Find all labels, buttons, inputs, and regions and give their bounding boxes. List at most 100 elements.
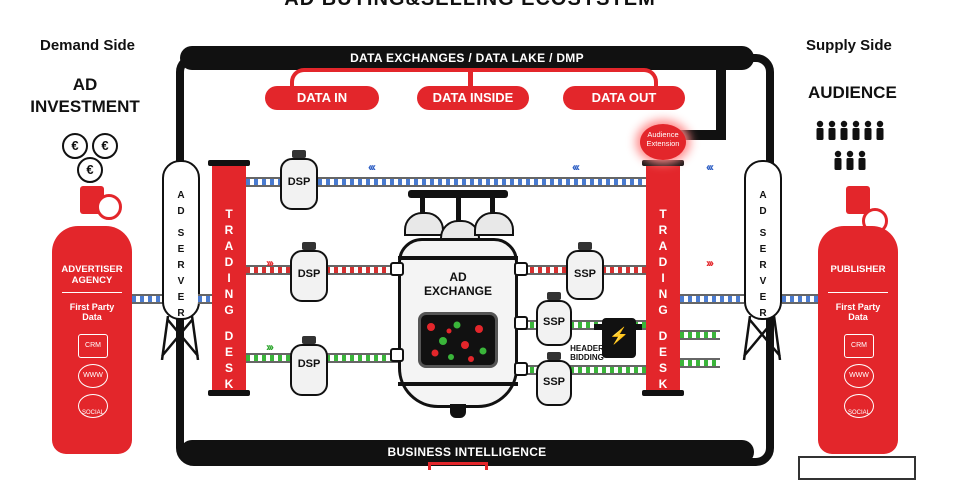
arrow-blue-left-1: ‹‹‹ — [368, 160, 376, 174]
audience-extension-line1: Audience — [647, 130, 679, 139]
dsp-2-valve — [302, 242, 316, 250]
header-bidding-line2: BIDDING — [570, 353, 604, 362]
cropped-corner-box — [798, 456, 916, 480]
ad-exchange-dome-3 — [474, 212, 514, 236]
top-data-pipe — [180, 46, 754, 70]
ssp-3-body — [536, 360, 572, 406]
advertiser-crm-icon: CRM — [78, 334, 108, 358]
data-inside-pill: DATA INSIDE — [417, 86, 529, 110]
ssp-row-mid-line — [514, 320, 646, 330]
advertiser-to-adserver-line — [132, 294, 166, 304]
ssp-tank-1: SSP — [566, 242, 604, 302]
header-bidding-crossbar — [594, 324, 642, 330]
left-trading-desk-cap-bottom — [208, 390, 250, 396]
ssp-2-body — [536, 300, 572, 346]
euro-coin-3: € — [77, 157, 103, 183]
ssp-1-label: SSP — [573, 268, 596, 280]
arrow-green-right-1: ››› — [266, 340, 274, 354]
advertiser-data-line2: Data — [82, 312, 102, 322]
advertiser-name-line1: ADVERTISER — [61, 264, 123, 275]
ssp-2-valve — [547, 292, 561, 300]
adserver-to-publisher-line — [782, 294, 818, 304]
advertiser-www-icon: WWW — [78, 364, 108, 388]
advertiser-valve-wheel-icon — [96, 194, 122, 220]
advertiser-divider — [62, 292, 122, 293]
ssp-1-body — [566, 250, 604, 300]
ad-exchange-line2: EXCHANGE — [423, 284, 492, 298]
data-in-pill: DATA IN — [265, 86, 379, 110]
dsp-row1-line — [246, 177, 646, 187]
ssp-2-label: SSP — [542, 316, 565, 328]
euro-coin-1: € — [62, 133, 88, 159]
dsp-2-body — [290, 250, 328, 302]
dsp-3-label: DSP — [297, 358, 321, 370]
publisher-tank: PUBLISHER First Party Data CRM WWW SOCIA… — [818, 186, 898, 454]
ssp-3-label: SSP — [542, 376, 565, 388]
bi-outlet-red-stub — [428, 462, 488, 470]
dsp-1-body — [280, 158, 318, 210]
arrow-red-right-1: ››› — [266, 256, 274, 270]
dsp-1-valve — [292, 150, 306, 158]
desk-to-adserver-green-line-2 — [680, 358, 720, 368]
advertiser-social-icon: SOCIAL — [78, 394, 108, 418]
ad-exchange-nozzle-right-2 — [514, 316, 528, 330]
arrow-blue-left-3: ‹‹‹ — [706, 160, 714, 174]
right-trading-desk-cap-bottom — [642, 390, 684, 396]
publisher-social-icon: SOCIAL — [844, 394, 874, 418]
ad-exchange-nozzle-left-1 — [390, 262, 404, 276]
header-bidding-label: HEADER BIDDING — [562, 344, 612, 362]
header-bidding-line1: HEADER — [570, 344, 604, 353]
left-adserver-to-desk-line — [198, 294, 212, 304]
advertiser-first-party: First Party Data — [52, 302, 132, 322]
arrow-blue-left-2: ‹‹‹ — [572, 160, 580, 174]
publisher-data-line2: Data — [848, 312, 868, 322]
publisher-name: PUBLISHER — [830, 264, 886, 275]
audience-extension-line2: Extension — [646, 139, 680, 148]
ad-investment-heading: AD INVESTMENT — [30, 74, 140, 118]
ssp-row-bottom-line — [514, 365, 646, 375]
ad-exchange-nozzle-right-1 — [514, 262, 528, 276]
left-ad-server-legs-icon — [160, 316, 200, 360]
advertiser-data-line1: First Party — [69, 302, 115, 312]
ad-investment-line2: INVESTMENT — [30, 97, 140, 116]
dsp-tank-2: DSP — [290, 242, 328, 304]
demand-side-label: Demand Side — [40, 37, 136, 54]
publisher-divider — [828, 292, 888, 293]
euro-coin-2: € — [92, 133, 118, 159]
desk-to-adserver-green-line — [680, 330, 720, 340]
dsp-2-label: DSP — [297, 268, 321, 280]
data-pills-stem — [468, 68, 473, 88]
advertiser-name: ADVERTISER AGENCY — [52, 264, 132, 286]
ssp-1-valve — [578, 242, 592, 250]
data-out-pill: DATA OUT — [563, 86, 685, 110]
euro-coins-icon: € € € — [62, 133, 122, 183]
data-pills-connector — [290, 68, 658, 90]
top-pipe-label: DATA EXCHANGES / DATA LAKE / DMP — [350, 51, 584, 65]
data-out-connector-elbow — [680, 130, 726, 140]
ad-exchange: AD EXCHANGE — [390, 190, 528, 422]
arrow-red-right-2: ››› — [706, 256, 714, 270]
audience-extension-badge: Audience Extension — [640, 124, 686, 160]
right-desk-to-adserver-line — [680, 294, 744, 304]
ad-exchange-dome-1 — [404, 212, 444, 236]
right-ad-server-legs-icon — [742, 316, 782, 360]
dsp-tank-3: DSP — [290, 336, 328, 398]
right-trading-desk-cap-top — [642, 160, 684, 166]
auction-bubbles-icon — [427, 321, 487, 362]
supply-side-label: Supply Side — [806, 37, 892, 54]
header-bidding-block: ⚡ — [594, 312, 642, 358]
publisher-tank-valve-neck — [846, 186, 870, 214]
bottom-bi-pipe — [180, 440, 754, 464]
publisher-www-icon: WWW — [844, 364, 874, 388]
ad-exchange-band-1 — [398, 256, 518, 260]
ad-exchange-line1: AD — [449, 270, 467, 284]
audience-people-icon — [816, 120, 884, 170]
ad-exchange-label: AD EXCHANGE — [398, 270, 518, 298]
dsp-3-valve — [302, 336, 316, 344]
